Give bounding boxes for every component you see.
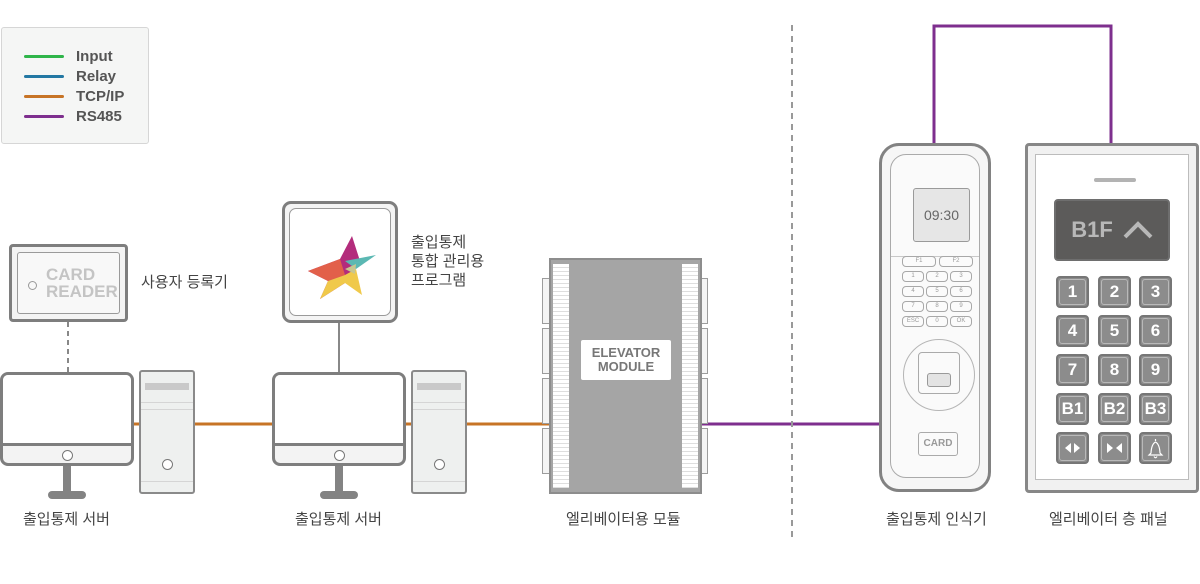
legend-item-relay: Relay <box>24 66 116 86</box>
key-ok[interactable]: OK <box>950 316 972 327</box>
access-reader-label: 출입통제 인식기 <box>886 511 987 528</box>
floor-button-b1[interactable]: B1 <box>1056 393 1089 425</box>
power-button-icon <box>334 450 345 461</box>
elevator-module-label: 엘리베이터용 모듈 <box>566 511 681 528</box>
server1-tower <box>139 370 195 494</box>
key-esc[interactable]: ESC <box>902 316 924 327</box>
monitor-screen <box>3 375 131 446</box>
floor-button-8[interactable]: 8 <box>1098 354 1131 386</box>
server2-label: 출입통제 서버 <box>295 511 382 528</box>
server1-monitor <box>0 372 134 499</box>
floor-button-3[interactable]: 3 <box>1139 276 1172 308</box>
legend-label: TCP/IP <box>76 87 125 105</box>
floor-panel-device: B1F 1 2 3 4 5 6 7 8 9 B1 B2 B3 <box>1025 143 1199 493</box>
floor-button-b3[interactable]: B3 <box>1139 393 1172 425</box>
key-2[interactable]: 2 <box>926 271 948 282</box>
key-3[interactable]: 3 <box>950 271 972 282</box>
fingerprint-ring-icon <box>903 339 975 411</box>
legend-swatch <box>24 94 64 98</box>
floor-button-5[interactable]: 5 <box>1098 315 1131 347</box>
module-nameplate: ELEVATOR MODULE <box>581 340 671 380</box>
key-1[interactable]: 1 <box>902 271 924 282</box>
floor-button-9[interactable]: 9 <box>1139 354 1172 386</box>
power-button-icon <box>434 459 445 470</box>
legend: Input Relay TCP/IP RS485 <box>1 27 149 144</box>
access-reader-device: 09:30 F1 F2 1 2 3 4 5 6 7 8 9 ESC 0 OK C… <box>879 143 991 492</box>
terminal-strip <box>553 264 569 488</box>
alarm-button[interactable] <box>1139 432 1172 464</box>
legend-label: Relay <box>76 67 117 85</box>
speaker-icon <box>1094 178 1136 182</box>
card-reader-label: 사용자 등록기 <box>141 274 228 291</box>
fingerprint-sensor[interactable] <box>918 352 960 394</box>
key-8[interactable]: 8 <box>926 301 948 312</box>
floor-button-6[interactable]: 6 <box>1139 315 1172 347</box>
door-open-button[interactable] <box>1056 432 1089 464</box>
card-tap-area[interactable]: CARD <box>918 432 958 456</box>
legend-swatch <box>24 54 64 58</box>
floor-panel-label: 엘리베이터 층 패널 <box>1049 511 1168 528</box>
up-arrow-icon <box>1123 221 1153 239</box>
legend-label: Input <box>76 47 113 65</box>
alarm-bell-icon <box>1147 439 1164 459</box>
program-logo-icon <box>308 236 376 299</box>
floor-button-7[interactable]: 7 <box>1056 354 1089 386</box>
elevator-module-device: ELEVATOR MODULE <box>549 258 702 494</box>
program-label: 출입통제 통합 관리용 프로그램 <box>411 234 485 289</box>
key-6[interactable]: 6 <box>950 286 972 297</box>
floor-button-b2[interactable]: B2 <box>1098 393 1131 425</box>
key-7[interactable]: 7 <box>902 301 924 312</box>
legend-item-tcpip: TCP/IP <box>24 86 124 106</box>
floor-button-1[interactable]: 1 <box>1056 276 1089 308</box>
key-9[interactable]: 9 <box>950 301 972 312</box>
reader-screen: 09:30 <box>913 188 970 242</box>
rs485-line-reader-panel <box>932 24 1113 145</box>
power-button-icon <box>62 450 73 461</box>
server2-monitor <box>272 372 406 499</box>
legend-label: RS485 <box>76 107 122 125</box>
floor-display: B1F <box>1054 199 1170 261</box>
key-4[interactable]: 4 <box>902 286 924 297</box>
legend-item-rs485: RS485 <box>24 106 122 126</box>
legend-swatch <box>24 74 64 78</box>
management-program <box>282 201 398 323</box>
key-0[interactable]: 0 <box>926 316 948 327</box>
server1-label: 출입통제 서버 <box>23 511 110 528</box>
floor-button-2[interactable]: 2 <box>1098 276 1131 308</box>
legend-item-input: Input <box>24 46 113 66</box>
key-5[interactable]: 5 <box>926 286 948 297</box>
floor-button-4[interactable]: 4 <box>1056 315 1089 347</box>
door-close-icon <box>1107 443 1122 453</box>
monitor-screen <box>275 375 403 446</box>
door-close-button[interactable] <box>1098 432 1131 464</box>
legend-swatch <box>24 114 64 118</box>
card-reader-text: CARD READER <box>46 265 118 301</box>
key-f2[interactable]: F2 <box>939 256 973 267</box>
server2-tower <box>411 370 467 494</box>
fingerprint-pad-icon <box>927 373 951 387</box>
door-open-icon <box>1065 443 1080 453</box>
terminal-strip <box>682 264 698 488</box>
card-reader-device: CARD READER <box>9 244 128 322</box>
floor-indicator: B1F <box>1071 217 1113 242</box>
led-icon <box>28 281 37 290</box>
power-button-icon <box>162 459 173 470</box>
key-f1[interactable]: F1 <box>902 256 936 267</box>
